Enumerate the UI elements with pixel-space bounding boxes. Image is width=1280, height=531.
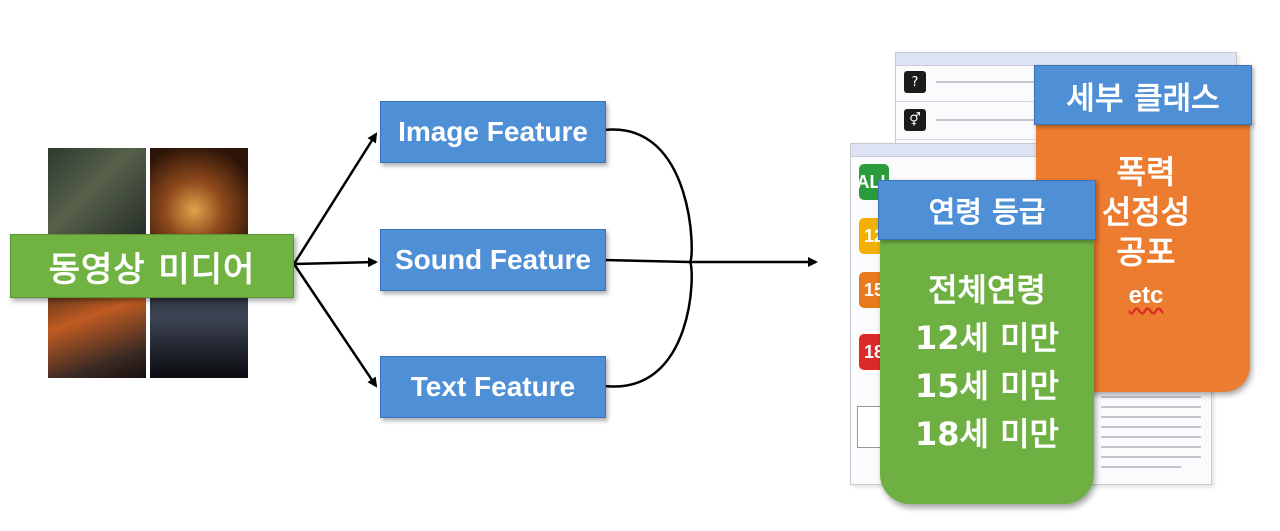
fear-icon: ? [904,71,926,93]
age-rating-all: 전체연령 [928,271,1046,309]
age-rating-panel [880,238,1094,504]
age-rating-list: 전체연령 12세 미만 15세 미만 18세 미만 [880,266,1094,458]
connector-sound [603,258,691,264]
detail-class-title: 세부 클래스 [1034,65,1252,125]
connector-image [603,128,693,264]
media-label: 동영상 미디어 [10,234,294,298]
image-feature-box: Image Feature [380,101,606,163]
detail-class-horror: 공포 [1116,233,1176,271]
age-rating-15: 15세 미만 [915,367,1059,405]
detail-class-sexual: 선정성 [1101,193,1191,231]
text-feature-box: Text Feature [380,356,606,418]
detail-class-list: 폭력 선정성 공포 etc [1058,152,1234,318]
arrow-to-image [292,132,378,265]
gender-icon: ⚥ [904,109,926,131]
detail-class-etc: etc [1128,282,1164,309]
arrow-to-text [292,263,378,388]
connector-text [603,261,693,388]
arrow-to-sound [293,257,378,268]
age-rating-12: 12세 미만 [915,319,1059,357]
age-rating-18: 18세 미만 [915,415,1059,453]
age-rating-title: 연령 등급 [878,180,1096,240]
detail-class-violence: 폭력 [1116,153,1176,191]
sound-feature-box: Sound Feature [380,229,606,291]
